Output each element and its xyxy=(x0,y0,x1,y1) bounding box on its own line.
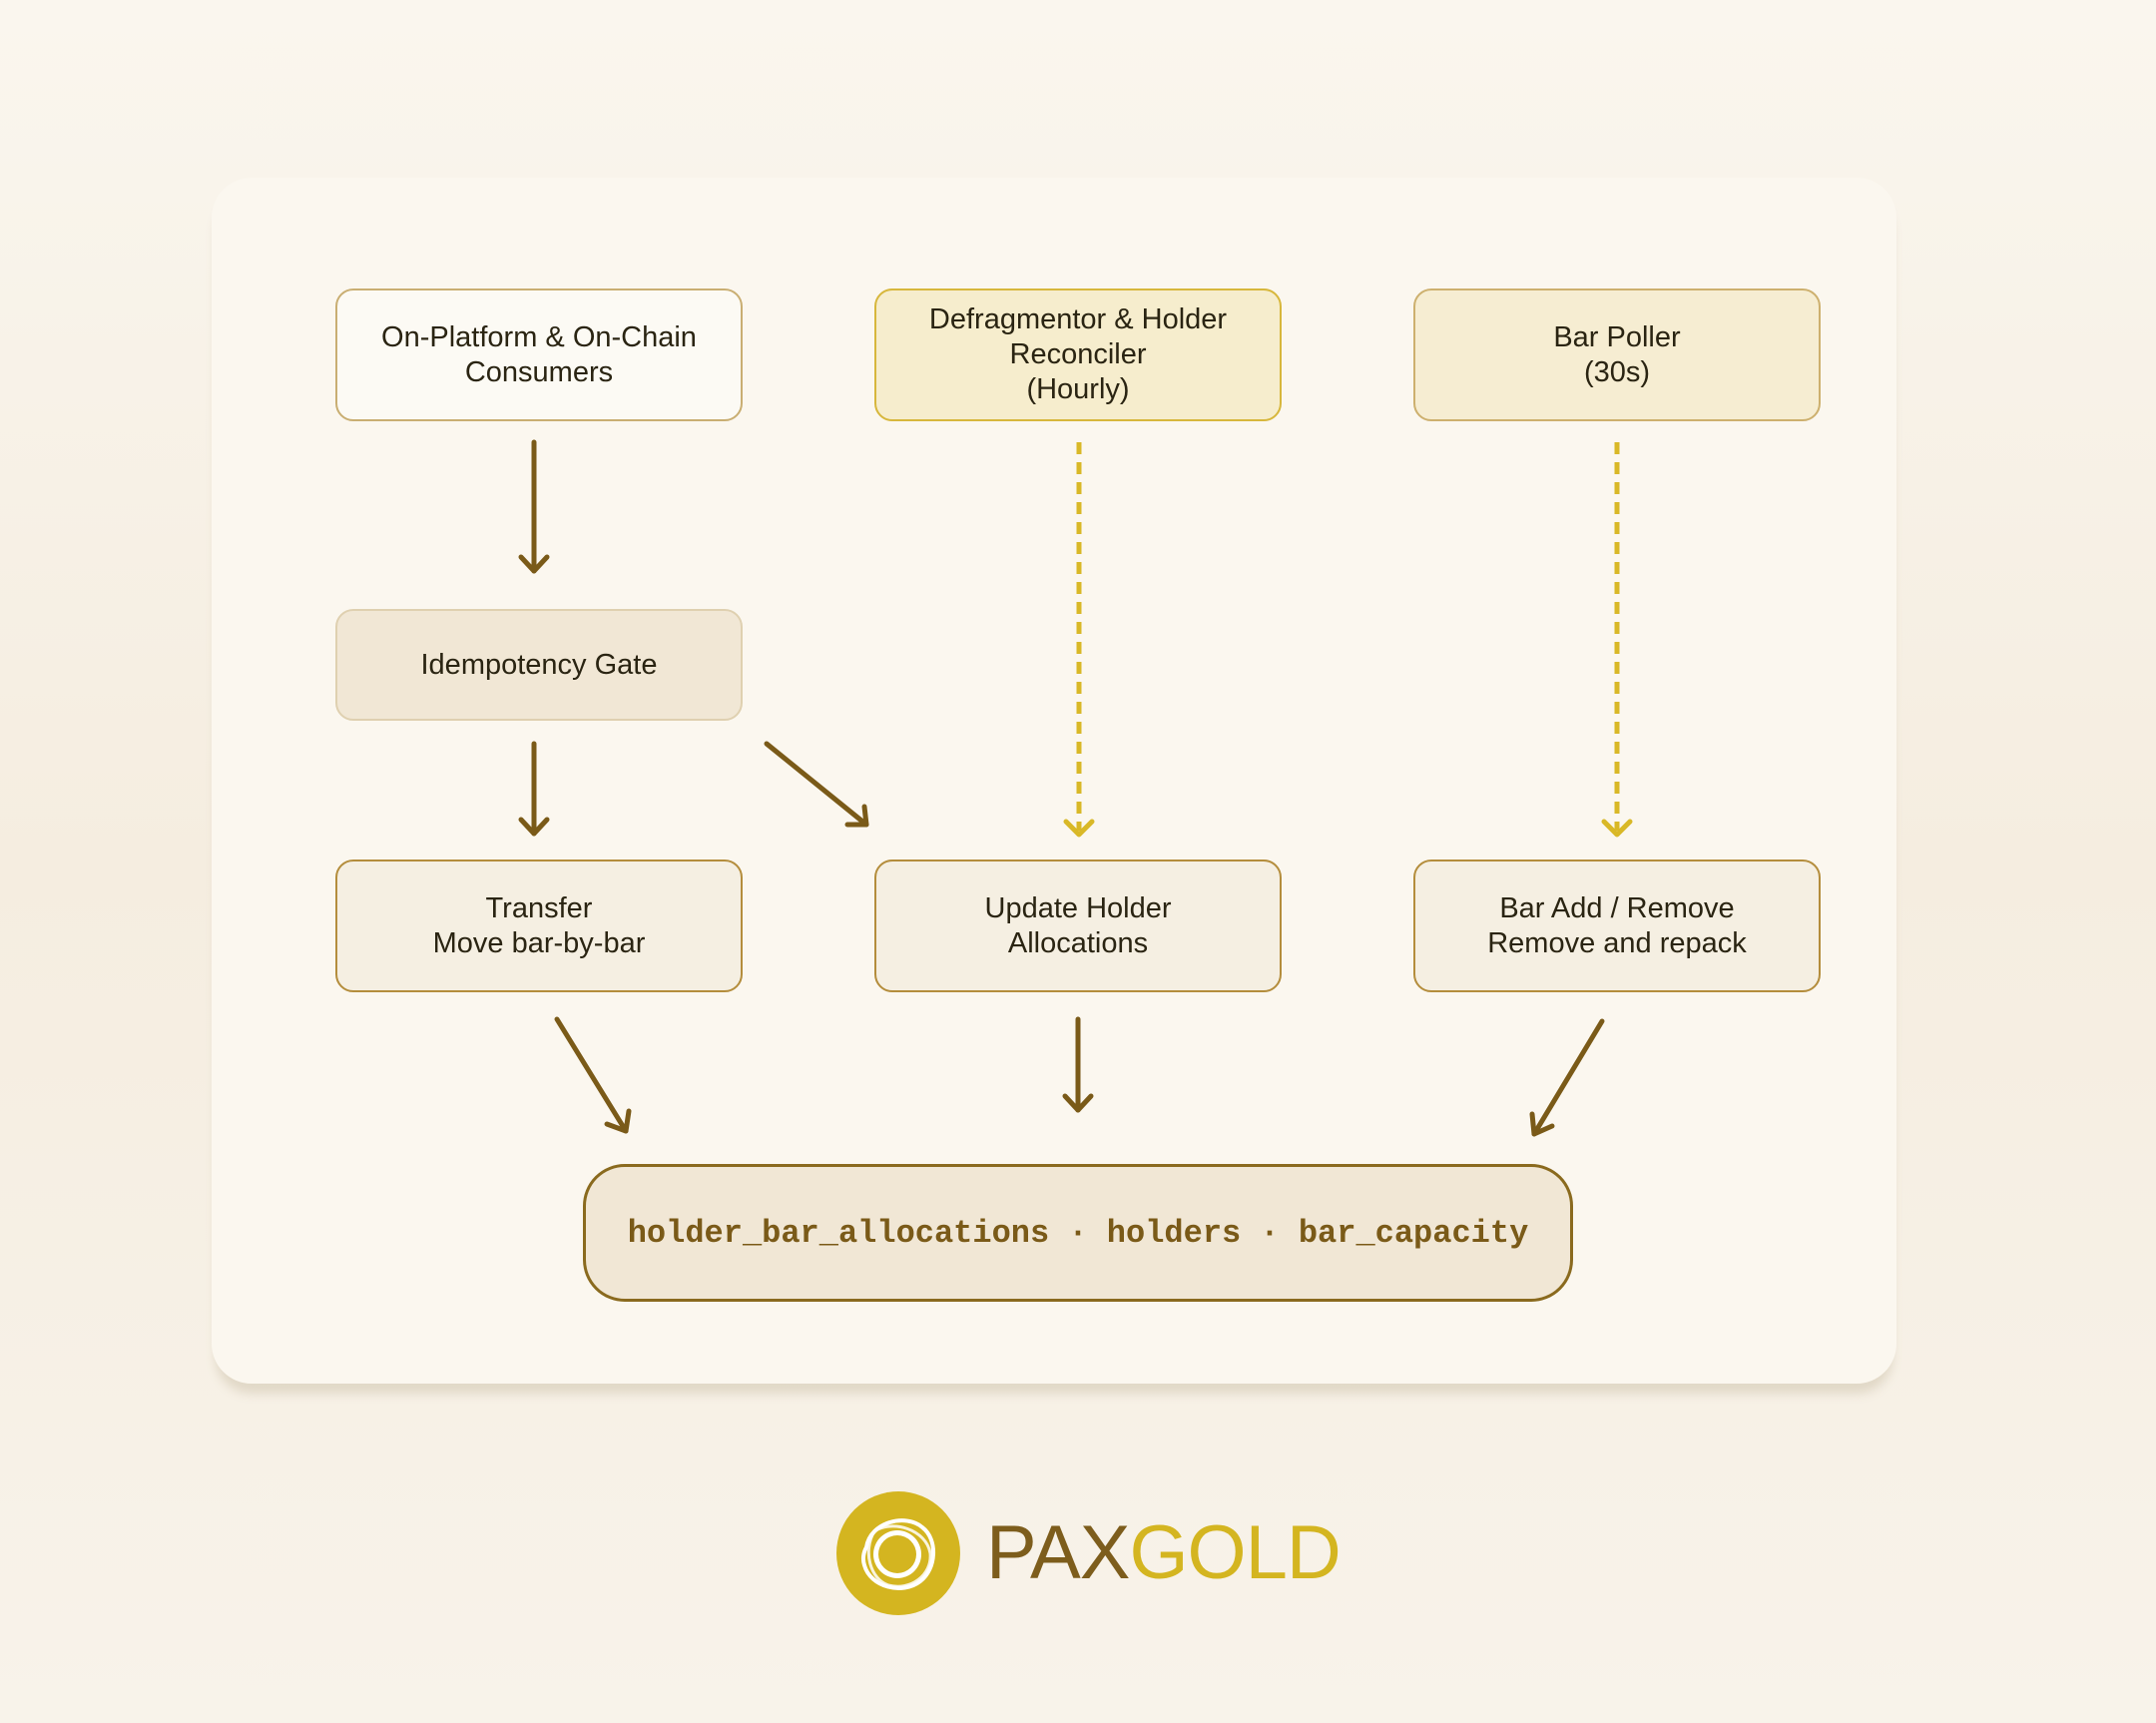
transfer-label-line1: Transfer xyxy=(485,891,593,924)
defrag-label-line1: Defragmentor & Holder xyxy=(928,303,1228,335)
consumers-node: On-Platform & On-Chain Consumers xyxy=(335,288,743,421)
wordmark-gold: GOLD xyxy=(1129,1510,1341,1595)
gate-label: Idempotency Gate xyxy=(420,648,658,681)
wordmark-pax: PAX xyxy=(986,1510,1130,1595)
poller-label-line2: (30s) xyxy=(1583,355,1651,388)
defrag-label-line2: Reconciler xyxy=(1009,338,1147,370)
consumers-label-line2: Consumers xyxy=(464,355,614,388)
datastore-node: holder_bar_allocations · holders · bar_c… xyxy=(583,1164,1573,1302)
update-label-line2: Allocations xyxy=(1007,926,1149,959)
update-label-line1: Update Holder xyxy=(984,891,1172,924)
datastore-label: holder_bar_allocations · holders · bar_c… xyxy=(627,1214,1529,1252)
update-holder-node: Update Holder Allocations xyxy=(874,860,1282,992)
defragmentor-node: Defragmentor & Holder Reconciler (Hourly… xyxy=(874,288,1282,421)
bar-poller-node: Bar Poller (30s) xyxy=(1413,288,1821,421)
paxgold-coin-icon xyxy=(836,1491,960,1615)
paxgold-logo: PAXGOLD xyxy=(836,1491,1342,1615)
baradd-label-line2: Remove and repack xyxy=(1487,926,1747,959)
paxgold-wordmark: PAXGOLD xyxy=(986,1515,1342,1591)
bar-add-remove-node: Bar Add / Remove Remove and repack xyxy=(1413,860,1821,992)
defrag-label-line3: (Hourly) xyxy=(1026,373,1130,405)
transfer-node: Transfer Move bar-by-bar xyxy=(335,860,743,992)
idempotency-gate-node: Idempotency Gate xyxy=(335,609,743,721)
baradd-label-line1: Bar Add / Remove xyxy=(1499,891,1735,924)
transfer-label-line2: Move bar-by-bar xyxy=(432,926,646,959)
poller-label-line1: Bar Poller xyxy=(1553,320,1681,353)
consumers-label-line1: On-Platform & On-Chain xyxy=(381,320,697,353)
